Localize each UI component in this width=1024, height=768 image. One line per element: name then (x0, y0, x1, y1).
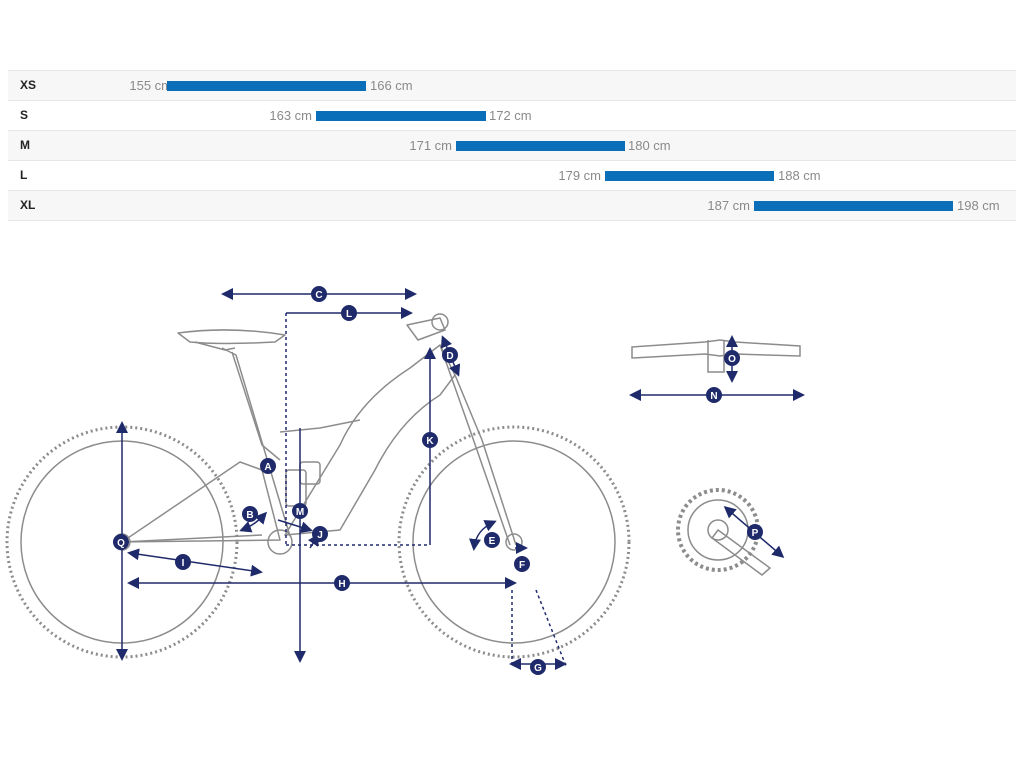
label-h: H (334, 575, 350, 591)
label-c: C (311, 286, 327, 302)
svg-text:J: J (317, 530, 323, 541)
bike-geometry-diagram: A B C D E F G H I J K L M N O P Q (5, 286, 805, 675)
label-g: G (530, 659, 546, 675)
label-j: J (312, 526, 328, 542)
size-row-s: S 163 cm 172 cm (8, 101, 1016, 131)
svg-text:D: D (446, 351, 453, 362)
svg-text:P: P (752, 528, 759, 539)
range-max: 166 cm (370, 78, 413, 93)
label-m: M (292, 503, 308, 519)
svg-text:K: K (426, 436, 434, 447)
svg-text:N: N (710, 391, 717, 402)
label-e: E (484, 532, 500, 548)
range-max: 180 cm (628, 138, 671, 153)
label-b: B (242, 506, 258, 522)
handlebar-drawing (631, 339, 801, 373)
svg-text:C: C (315, 290, 322, 301)
range-max: 172 cm (489, 108, 532, 123)
size-label: L (20, 168, 28, 182)
range-min: 171 cm (409, 138, 452, 153)
size-label: XL (20, 198, 36, 212)
svg-text:E: E (489, 536, 496, 547)
svg-text:B: B (246, 510, 253, 521)
size-row-l: L 179 cm 188 cm (8, 161, 1016, 191)
size-label: XS (20, 78, 37, 92)
label-k: K (422, 432, 438, 448)
size-row-m: M 171 cm 180 cm (8, 131, 1016, 161)
svg-text:G: G (534, 663, 542, 674)
label-l: L (341, 305, 357, 321)
range-min: 163 cm (269, 108, 312, 123)
height-range-bar (167, 81, 366, 91)
size-label: S (20, 108, 29, 122)
label-a: A (260, 458, 276, 474)
svg-text:H: H (338, 579, 345, 590)
height-range-bar (754, 201, 953, 211)
svg-text:M: M (296, 507, 304, 518)
range-max: 188 cm (778, 168, 821, 183)
dimension-badges: A B C D E F G H I J K L M N O P Q (113, 286, 763, 675)
height-range-bar (456, 141, 625, 151)
range-min: 187 cm (707, 198, 750, 213)
label-d: D (442, 347, 458, 363)
label-p: P (747, 524, 763, 540)
height-range-bar (605, 171, 774, 181)
label-f: F (514, 556, 530, 572)
svg-text:A: A (264, 462, 271, 473)
svg-text:O: O (728, 354, 736, 365)
range-max: 198 cm (957, 198, 1000, 213)
height-range-bar (316, 111, 486, 121)
range-min: 155 cm (129, 78, 172, 93)
svg-text:I: I (182, 558, 185, 569)
label-i: I (175, 554, 191, 570)
front-wheel (397, 425, 631, 659)
size-row-xl: XL 187 cm 198 cm (8, 191, 1016, 221)
label-o: O (724, 350, 740, 366)
svg-text:L: L (346, 309, 352, 320)
size-label: M (20, 138, 30, 152)
range-min: 179 cm (558, 168, 601, 183)
label-n: N (706, 387, 722, 403)
label-q: Q (113, 534, 129, 550)
svg-text:F: F (519, 560, 525, 571)
svg-text:Q: Q (117, 538, 125, 549)
bike-frame (121, 313, 517, 555)
size-row-xs: XS 155 cm 166 cm (8, 71, 1016, 101)
rider-size-table: XS 155 cm 166 cm S 163 cm 172 cm M 171 c… (8, 70, 1016, 221)
